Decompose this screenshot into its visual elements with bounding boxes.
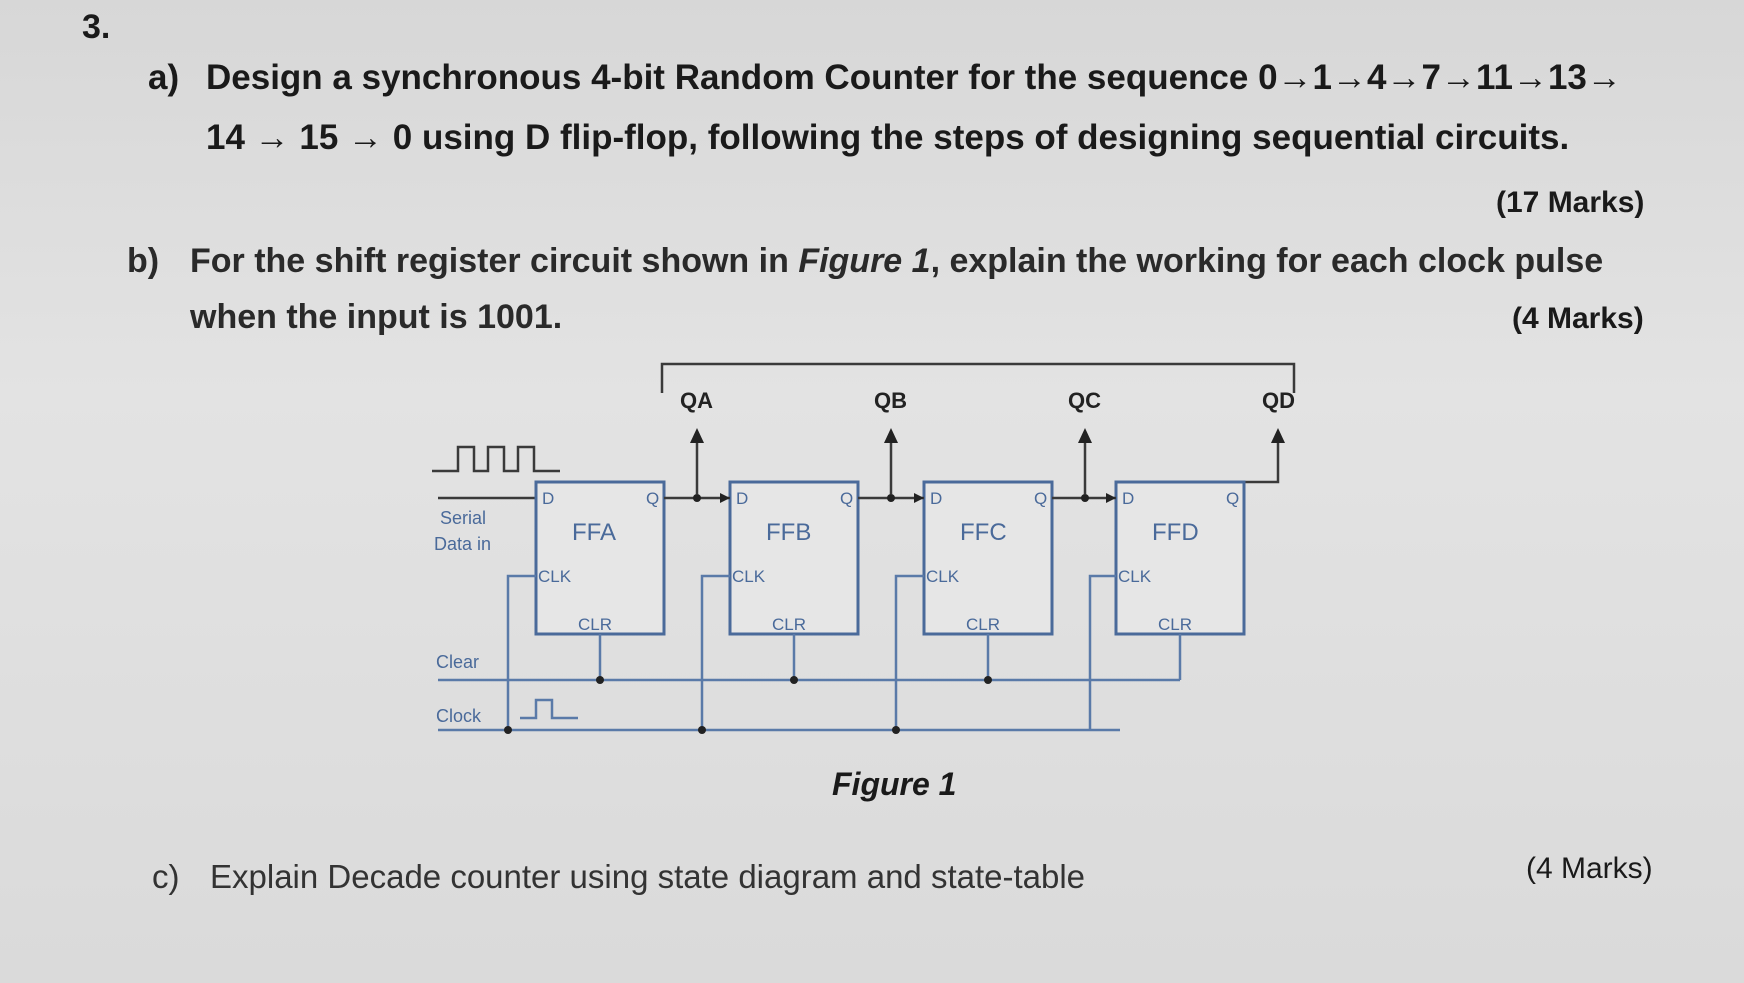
part-b-line1-post: , explain the working for each clock pul…: [930, 242, 1604, 280]
part-b-marks: (4 Marks): [1512, 302, 1644, 335]
ffd-clk: CLK: [1118, 567, 1152, 586]
clk-junction-b-icon: [698, 726, 706, 734]
qd-label: QD: [1262, 388, 1295, 413]
ffa-name: FFA: [572, 519, 616, 546]
figure-caption: Figure 1: [832, 766, 957, 802]
qa-label: QA: [680, 388, 713, 413]
ffa-clk: CLK: [538, 567, 572, 586]
clock-waveform: [520, 698, 578, 720]
qa-arrow-icon: [690, 428, 704, 443]
ffd-name: FFD: [1152, 519, 1199, 546]
part-a-marks: (17 Marks): [1496, 186, 1645, 219]
ffd-q: Q: [1226, 489, 1239, 508]
junction-c-icon: [1081, 494, 1089, 502]
d-arrow-d-icon: [1106, 493, 1116, 503]
ffc-d: D: [930, 489, 942, 508]
qd-arrow-icon: [1271, 428, 1285, 443]
clk-junction-a-icon: [504, 726, 512, 734]
ffa-clr: CLR: [578, 615, 612, 634]
serial-label-2: Data in: [434, 534, 491, 554]
d-arrow-b-icon: [720, 493, 730, 503]
ffc-clr: CLR: [966, 615, 1000, 634]
serial-label-1: Serial: [440, 508, 486, 528]
clk-ffb-line: [700, 574, 730, 730]
clr-junction-b-icon: [790, 676, 798, 684]
ffc-clk: CLK: [926, 567, 960, 586]
ffb-d: D: [736, 489, 748, 508]
part-c-text: Explain Decade counter using state diagr…: [210, 858, 1086, 895]
clr-junction-a-icon: [596, 676, 604, 684]
clock-label: Clock: [436, 706, 482, 726]
d-arrow-c-icon: [914, 493, 924, 503]
qb-arrow-icon: [884, 428, 898, 443]
qc-label: QC: [1068, 388, 1101, 413]
clear-label: Clear: [436, 652, 479, 672]
question-number: 3.: [82, 8, 111, 46]
clk-ffa-line: [506, 574, 536, 730]
clk-ffd-line: [1088, 574, 1116, 730]
ffc-q: Q: [1034, 489, 1047, 508]
ffc-name: FFC: [960, 519, 1007, 546]
part-a-label: a): [148, 58, 180, 97]
ffb-clk: CLK: [732, 567, 766, 586]
ffd-box: [1114, 480, 1246, 636]
clk-junction-c-icon: [892, 726, 900, 734]
junction-a-icon: [693, 494, 701, 502]
part-b-label: b): [127, 242, 160, 280]
ffb-clr: CLR: [772, 615, 806, 634]
ffa-box: [534, 480, 666, 636]
ffa-q: Q: [646, 489, 659, 508]
ffd-clr: CLR: [1158, 615, 1192, 634]
clk-ffc-line: [894, 574, 924, 730]
ffa-d: D: [542, 489, 554, 508]
part-c-label: c): [152, 858, 180, 895]
part-c-marks: (4 Marks): [1526, 852, 1653, 885]
ffb-q: Q: [840, 489, 853, 508]
ffc-box: [922, 480, 1054, 636]
ffb-name: FFB: [766, 519, 811, 546]
qc-arrow-icon: [1078, 428, 1092, 443]
part-b-line1: For the shift register circuit shown in …: [190, 242, 1603, 281]
clr-junction-c-icon: [984, 676, 992, 684]
qb-label: QB: [874, 388, 907, 413]
feedback-line: [660, 362, 1296, 393]
ffd-d: D: [1122, 489, 1134, 508]
part-a-line2: 14 → 15 → 0 using D flip-flop, following…: [206, 118, 1570, 157]
serial-input-waveform: [432, 445, 560, 473]
junction-b-icon: [887, 494, 895, 502]
part-b-line1-pre: For the shift register circuit shown in: [190, 242, 799, 280]
part-b-figure-ref: Figure 1: [798, 242, 931, 280]
qd-output-line: [1240, 436, 1280, 484]
ffb-box: [728, 480, 860, 636]
part-a-line1: Design a synchronous 4-bit Random Counte…: [206, 58, 1622, 97]
part-b-line2: when the input is 1001.: [190, 298, 563, 336]
